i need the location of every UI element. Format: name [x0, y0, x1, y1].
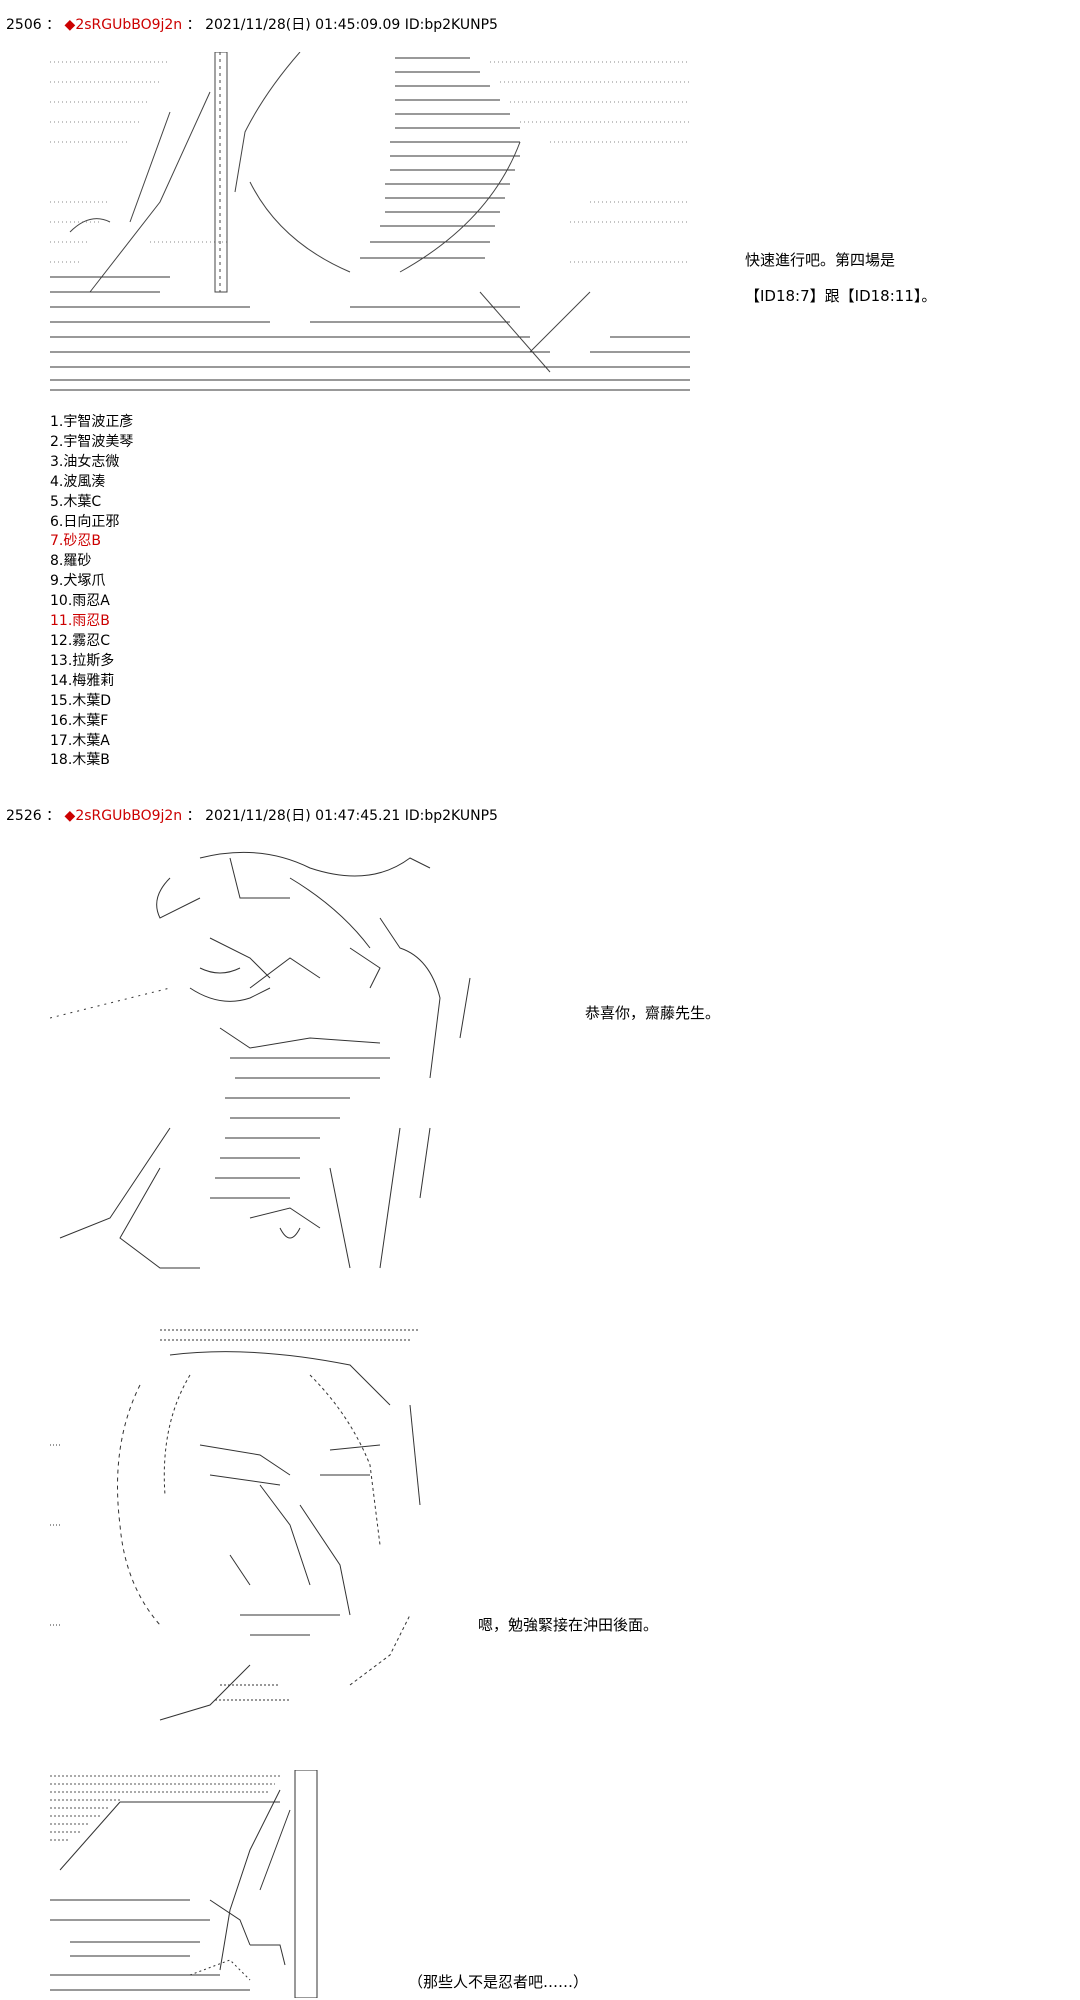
- post-separator: ：: [186, 808, 201, 824]
- post-date: 2021/11/28(日) 01:45:09.09 ID:bp2KUNP5: [205, 17, 498, 33]
- dialogue-line: 恭喜你，齋藤先生。: [585, 1004, 721, 1022]
- list-item: 1.宇智波正彥: [50, 414, 134, 430]
- list-item: 12.霧忍C: [50, 632, 111, 649]
- post-header-2526: 2526 ： ◆2sRGUbBO9j2n ： 2021/11/28(日) 01:…: [6, 805, 498, 825]
- post-separator: ：: [186, 17, 201, 33]
- post-separator: ：: [46, 17, 61, 33]
- ascii-art-face-closeup-image: [50, 1329, 421, 1721]
- ascii-art-room-scene-image: [50, 1770, 318, 1998]
- participant-list: 1.宇智波正彥 2.宇智波美琴 3.油女志微 4.波風湊 5.木葉C 6.日向正…: [50, 413, 133, 771]
- list-item: 18.木葉B: [50, 752, 110, 769]
- dialogue-line: （那些人不是忍者吧……）: [408, 1973, 589, 1991]
- ascii-art-face-closeup: [50, 1325, 430, 1725]
- post-date: 2021/11/28(日) 01:47:45.21 ID:bp2KUNP5: [205, 808, 498, 824]
- list-item: 15.木葉D: [50, 692, 112, 709]
- post-number: 2526: [6, 808, 42, 824]
- list-item: 10.雨忍A: [50, 593, 110, 610]
- list-item-highlighted: 11.雨忍B: [50, 613, 110, 630]
- ascii-art-room-scene: [50, 1770, 330, 1998]
- ascii-art-saluting-figure: [50, 838, 520, 1278]
- ascii-art-arena-image: [50, 52, 690, 391]
- post-trip[interactable]: ◆2sRGUbBO9j2n: [64, 17, 183, 33]
- list-item: 17.木葉A: [50, 732, 110, 749]
- list-item-highlighted: 7.砂忍B: [50, 533, 101, 550]
- post-separator: ：: [46, 808, 61, 824]
- dialogue-line: 【ID18:7】跟【ID18:11】。: [745, 287, 937, 305]
- list-item: 5.木葉C: [50, 493, 102, 510]
- list-item: 13.拉斯多: [50, 652, 115, 669]
- dialogue-line: 快速進行吧。第四場是: [745, 251, 896, 269]
- list-item: 6.日向正邪: [50, 513, 120, 530]
- list-item: 14.梅雅莉: [50, 672, 115, 689]
- post-trip[interactable]: ◆2sRGUbBO9j2n: [64, 808, 183, 824]
- list-item: 2.宇智波美琴: [50, 433, 134, 450]
- list-item: 4.波風湊: [50, 473, 106, 490]
- dialogue-line: 嗯，勉強緊接在沖田後面。: [478, 1616, 659, 1634]
- ascii-art-saluting-figure-image: [50, 851, 471, 1269]
- list-item: 3.油女志微: [50, 453, 120, 470]
- post-header-2506: 2506 ： ◆2sRGUbBO9j2n ： 2021/11/28(日) 01:…: [6, 14, 498, 34]
- list-item: 9.犬塚爪: [50, 573, 106, 590]
- list-item: 16.木葉F: [50, 712, 109, 729]
- list-item: 8.羅砂: [50, 553, 92, 570]
- post-number: 2506: [6, 17, 42, 33]
- ascii-art-arena: [50, 52, 690, 392]
